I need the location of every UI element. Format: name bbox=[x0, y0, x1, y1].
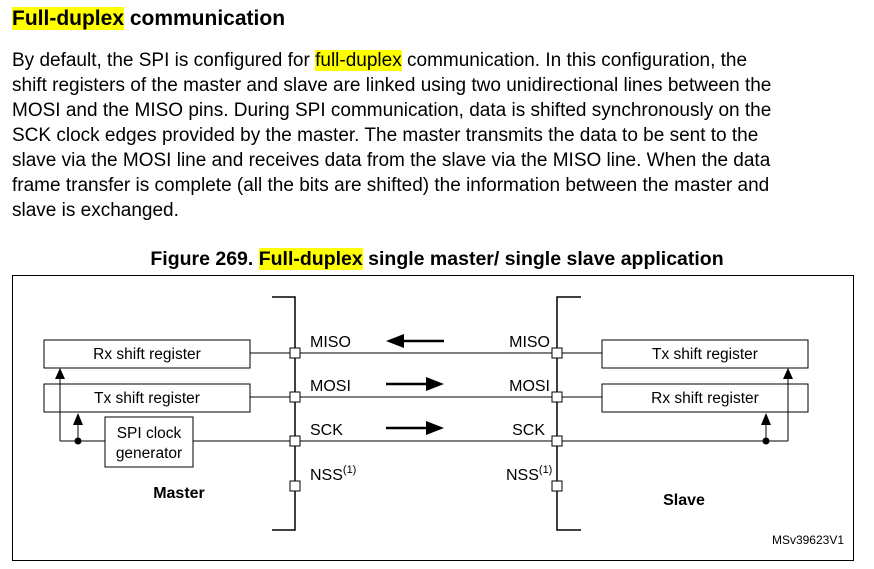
body-paragraph: By default, the SPI is configured for fu… bbox=[12, 48, 862, 223]
paragraph-line-5: slave via the MOSI line and receives dat… bbox=[12, 150, 771, 171]
sck-arrow bbox=[386, 421, 444, 435]
master-nss-label: NSS(1) bbox=[310, 464, 356, 484]
master-miso-label: MISO bbox=[310, 334, 351, 351]
slave-sck-label: SCK bbox=[512, 422, 545, 439]
section-heading: Full-duplex communication bbox=[12, 6, 285, 32]
master-clock-arrow-icon bbox=[73, 413, 83, 425]
paragraph-line-4: SCK clock edges provided by the master. … bbox=[12, 125, 759, 146]
slave-pins bbox=[551, 347, 563, 492]
master-tx-shift-register bbox=[43, 383, 251, 413]
slave-tx-shift-register bbox=[601, 339, 809, 369]
master-rx-register-label: Rx shift register bbox=[93, 346, 201, 363]
slave-label: Slave bbox=[663, 492, 705, 509]
caption-text: single master/ single slave application bbox=[362, 248, 724, 270]
slave-miso-label: MISO bbox=[509, 334, 550, 351]
heading-text: communication bbox=[124, 7, 286, 30]
miso-arrow bbox=[386, 334, 444, 348]
slave-boundary bbox=[556, 296, 581, 531]
clock-generator-label-1: SPI clock bbox=[117, 425, 182, 442]
caption-prefix: Figure 269. bbox=[150, 248, 259, 270]
slave-nss-label: NSS(1) bbox=[506, 464, 552, 484]
paragraph-text: By default, the SPI is configured for bbox=[12, 50, 316, 71]
paragraph-line-2: shift registers of the master and slave … bbox=[12, 75, 772, 96]
slave-rx-shift-register bbox=[601, 383, 809, 413]
slave-feedback-arrow-icon bbox=[783, 368, 793, 379]
master-rx-shift-register bbox=[43, 339, 251, 369]
clock-generator-label-2: generator bbox=[116, 445, 182, 462]
master-label: Master bbox=[153, 485, 205, 502]
master-tx-register-label: Tx shift register bbox=[94, 390, 200, 407]
paragraph-line-1: By default, the SPI is configured for fu… bbox=[12, 48, 862, 73]
slave-rx-register-label: Rx shift register bbox=[651, 390, 759, 407]
slave-clock-arrow-icon bbox=[761, 413, 771, 425]
figure-reference: MSv39623V1 bbox=[772, 533, 844, 547]
slave-mosi-label: MOSI bbox=[509, 378, 550, 395]
caption-highlight: Full-duplex bbox=[258, 248, 363, 270]
paragraph-line-6: frame transfer is complete (all the bits… bbox=[12, 175, 770, 196]
master-sck-label: SCK bbox=[310, 422, 343, 439]
mosi-arrow bbox=[386, 377, 444, 391]
slave-tx-register-label: Tx shift register bbox=[652, 346, 758, 363]
spi-diagram: MISO MOSI SCK NSS(1) MISO MOSI SCK NSS(1… bbox=[43, 296, 844, 547]
paragraph-highlight: full-duplex bbox=[315, 50, 402, 71]
spi-clock-generator bbox=[104, 416, 194, 468]
master-mosi-label: MOSI bbox=[310, 378, 351, 395]
paragraph-line-3: MOSI and the MISO pins. During SPI commu… bbox=[12, 100, 772, 121]
heading-highlight: Full-duplex bbox=[12, 7, 124, 30]
master-feedback-arrow-icon bbox=[55, 368, 65, 379]
master-pins bbox=[289, 347, 301, 492]
paragraph-text: communication. In this configuration, th… bbox=[401, 50, 748, 71]
figure-frame bbox=[12, 275, 854, 561]
paragraph-line-7: slave is exchanged. bbox=[12, 200, 179, 221]
master-boundary bbox=[272, 296, 296, 531]
figure-caption: Figure 269. Full-duplex single master/ s… bbox=[0, 248, 874, 271]
